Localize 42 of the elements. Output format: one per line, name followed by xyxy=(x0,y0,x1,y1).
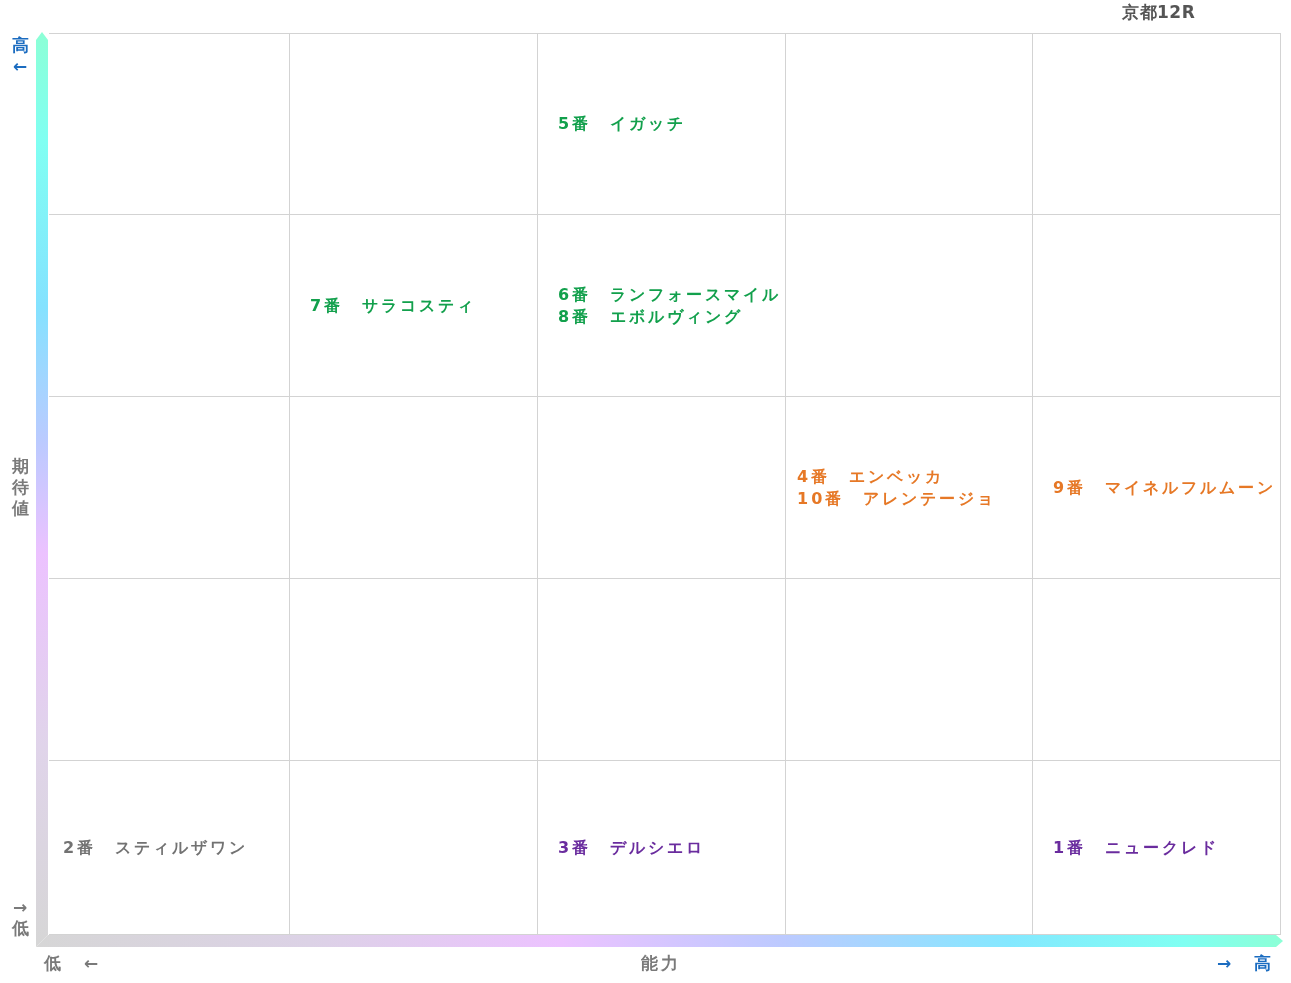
grid-cell xyxy=(290,215,538,397)
grid-cell xyxy=(1033,579,1281,761)
entry-text: 1番 ニュークレド xyxy=(1053,836,1220,859)
axis-label: 高← xyxy=(10,35,30,77)
grid-cell xyxy=(786,761,1033,935)
axis-label: 期待値 xyxy=(10,456,30,519)
grid-cell xyxy=(290,761,538,935)
grid-cell xyxy=(290,33,538,215)
grid-cell xyxy=(1033,397,1281,579)
grid-cell xyxy=(538,33,786,215)
entry-text: 7番 サラコスティ xyxy=(310,294,477,317)
axis-label: 能力 xyxy=(641,953,681,973)
axis-label: → 高 xyxy=(1217,953,1275,973)
grid-cell xyxy=(49,579,290,761)
grid-cell xyxy=(538,397,786,579)
grid-cell xyxy=(1033,761,1281,935)
grid-cell xyxy=(538,215,786,397)
title: 京都12R xyxy=(1122,2,1196,22)
entry-text: 4番 エンベッカ xyxy=(797,465,945,488)
grid-cell xyxy=(1033,33,1281,215)
grid-cell xyxy=(290,397,538,579)
entry-text: 5番 イガッチ xyxy=(558,113,687,135)
grid-cell xyxy=(786,397,1033,579)
grid-cell xyxy=(49,397,290,579)
grid-cell xyxy=(49,33,290,215)
grid-cell xyxy=(538,761,786,935)
entry-text: 3番 デルシエロ xyxy=(558,836,706,859)
grid-cell xyxy=(49,215,290,397)
entry-text: 10番 アレンテージョ xyxy=(797,487,997,510)
grid-cell xyxy=(538,579,786,761)
grid-cell xyxy=(786,33,1033,215)
entry-text: 9番 マイネルフルムーン xyxy=(1053,476,1277,499)
grid-cell xyxy=(290,579,538,761)
grid-cell xyxy=(786,215,1033,397)
entry-text: 2番 スティルザワン xyxy=(63,836,249,859)
axis-label: →低 xyxy=(10,897,30,939)
grid-cell xyxy=(786,579,1033,761)
entry-text: 8番 エボルヴィング xyxy=(558,305,744,328)
grid-cell xyxy=(49,761,290,935)
entry-text: 6番 ランフォースマイル xyxy=(558,283,782,306)
axis-label: 低 ← xyxy=(44,953,102,973)
grid-cell xyxy=(1033,215,1281,397)
